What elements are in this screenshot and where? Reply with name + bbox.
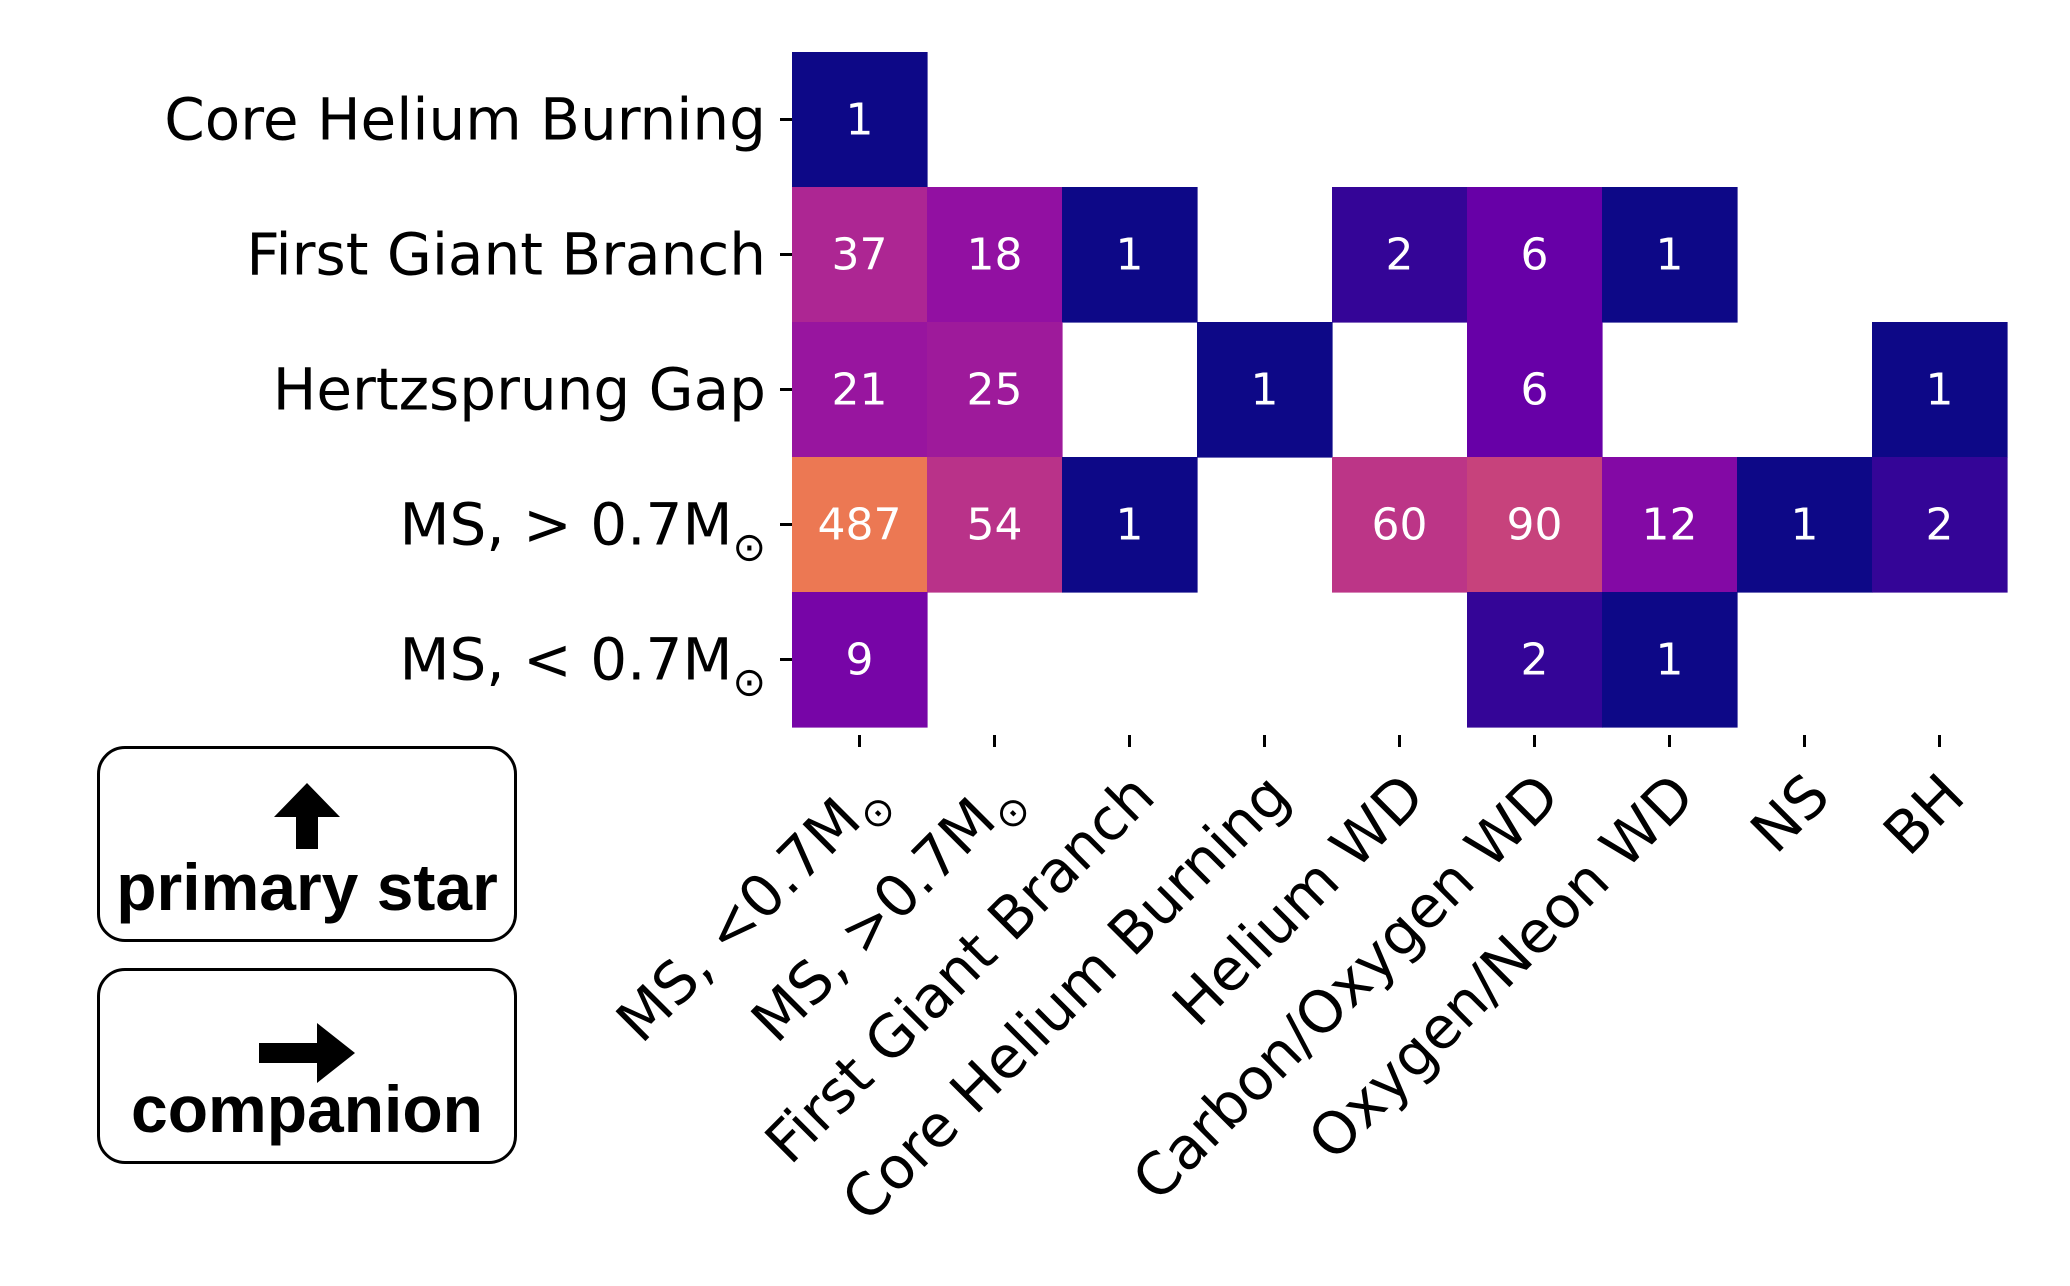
- cell-value-label: 60: [1372, 500, 1428, 551]
- arrow-right-icon: [100, 1023, 514, 1087]
- cell-value-label: 1: [1656, 230, 1684, 281]
- cell-value-label: 1: [1251, 365, 1279, 416]
- heatmap-cell: [1062, 187, 1198, 323]
- heatmap-cell: [792, 457, 928, 593]
- heatmap-cell: [1062, 457, 1198, 593]
- heatmap-cell: [792, 322, 928, 458]
- cell-value-label: 18: [967, 230, 1023, 281]
- heatmap-cell: [1602, 187, 1738, 323]
- heatmap-cell: [1872, 457, 2008, 593]
- cell-value-label: 1: [1116, 500, 1144, 551]
- heatmap-cell: [1602, 592, 1738, 728]
- y-tick-label: MS, > 0.7M⊙: [399, 491, 766, 571]
- cell-value-label: 9: [846, 635, 874, 686]
- cell-value-label: 2: [1926, 500, 1954, 551]
- cell-value-label: 25: [967, 365, 1023, 416]
- cell-value-label: 6: [1521, 365, 1549, 416]
- heatmap-cell: [927, 187, 1063, 323]
- heatmap-cell: [1737, 457, 1873, 593]
- heatmap-cell: [927, 457, 1063, 593]
- x-axis: MS, <0.7M⊙MS, >0.7M⊙First Giant BranchCo…: [603, 735, 1977, 1234]
- heatmap-cell: [1467, 322, 1603, 458]
- cell-value-label: 2: [1386, 230, 1414, 281]
- cell-value-label: 6: [1521, 230, 1549, 281]
- heatmap-cell: [1467, 592, 1603, 728]
- cell-value-label: 2: [1521, 635, 1549, 686]
- cell-value-label: 1: [846, 95, 874, 146]
- primary-star-label: primary star: [116, 850, 498, 924]
- cell-value-label: 21: [832, 365, 888, 416]
- cell-value-label: 1: [1656, 635, 1684, 686]
- heatmap-cell: [1872, 322, 2008, 458]
- companion-legend: companion: [97, 968, 517, 1164]
- heatmap-cells: [792, 52, 2008, 728]
- heatmap-cell: [792, 592, 928, 728]
- cell-value-label: 1: [1926, 365, 1954, 416]
- y-tick-label: Core Helium Burning: [164, 86, 766, 154]
- heatmap-cell: [927, 322, 1063, 458]
- heatmap-cell: [1197, 322, 1333, 458]
- heatmap-cell: [1467, 187, 1603, 323]
- cell-value-label: 1: [1116, 230, 1144, 281]
- heatmap-cell: [1602, 457, 1738, 593]
- heatmap-cell: [792, 52, 928, 188]
- heatmap-cell: [1467, 457, 1603, 593]
- heatmap-cell: [792, 187, 928, 323]
- heatmap-cell: [1332, 457, 1468, 593]
- y-tick-label: First Giant Branch: [246, 221, 766, 289]
- cell-value-label: 90: [1507, 500, 1563, 551]
- y-tick-label: Hertzsprung Gap: [273, 356, 766, 424]
- y-tick-label: MS, < 0.7M⊙: [399, 626, 766, 706]
- cell-value-label: 1: [1791, 500, 1819, 551]
- heatmap-cell: [1332, 187, 1468, 323]
- x-tick-label: NS: [1738, 761, 1843, 866]
- cell-value-label: 37: [832, 230, 888, 281]
- x-tick-label: BH: [1870, 761, 1977, 868]
- cell-value-label: 12: [1642, 500, 1698, 551]
- primary-star-legend: primary star: [97, 746, 517, 942]
- cell-value-label: 487: [818, 500, 902, 551]
- cell-value-label: 54: [967, 500, 1023, 551]
- companion-label: companion: [130, 1072, 483, 1146]
- arrow-up-icon: [100, 783, 514, 853]
